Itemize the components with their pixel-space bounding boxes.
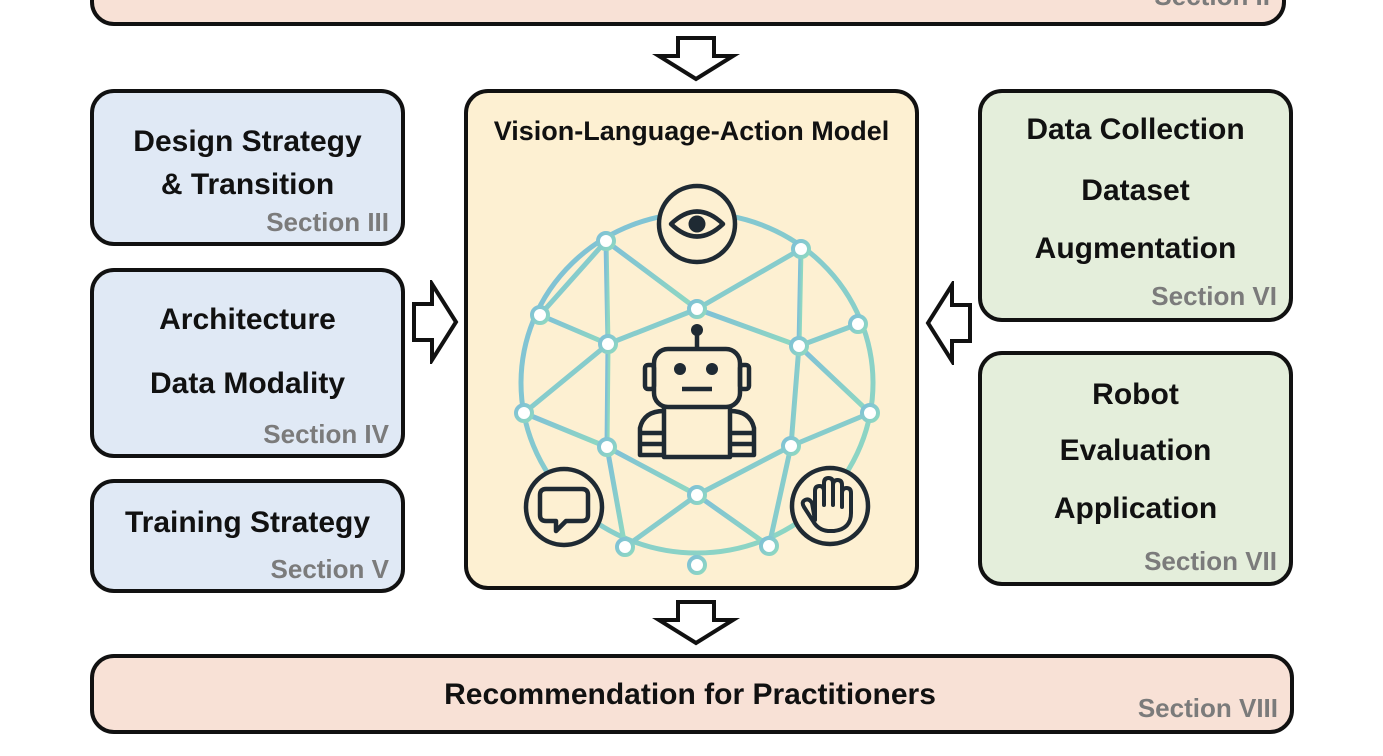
vla-illustration (514, 183, 880, 575)
data-collection-line-2: Dataset (1081, 174, 1190, 207)
arrow-right-left (412, 280, 459, 364)
architecture-line-1: Architecture (159, 303, 336, 336)
section-iii-label: Section III (266, 207, 389, 237)
robot-evaluation-line-1: Robot (1092, 378, 1179, 411)
section-vi-label: Section VI (1151, 281, 1277, 311)
robot-evaluation-box: Robot Evaluation Application Section VII (978, 351, 1293, 586)
robot-evaluation-line-2: Evaluation (1059, 434, 1212, 467)
robot-icon (637, 324, 757, 460)
network-nodes (514, 231, 880, 575)
data-collection-line-3: Augmentation (1034, 232, 1237, 265)
chat-bubble-icon (523, 466, 605, 548)
recommendation-box: Recommendation for Practitioners Section… (90, 654, 1294, 734)
top-section-box: Section II (90, 0, 1286, 26)
recommendation-title: Recommendation for Practitioners (444, 678, 936, 711)
training-strategy-line-1: Training Strategy (124, 506, 371, 539)
section-iv-label: Section IV (263, 419, 389, 449)
network-graph-icon (518, 210, 876, 568)
architecture-box: Architecture Data Modality Section IV (90, 268, 405, 458)
data-collection-box: Data Collection Dataset Augmentation Sec… (978, 89, 1293, 322)
vla-model-box: Vision-Language-Action Model (464, 89, 919, 590)
design-strategy-line-2: & Transition (160, 168, 335, 201)
training-strategy-box: Training Strategy Section V (90, 479, 405, 593)
robot-evaluation-line-3: Application (1053, 492, 1218, 525)
vla-model-title: Vision-Language-Action Model (493, 116, 890, 146)
design-strategy-box: Design Strategy & Transition Section III (90, 89, 405, 246)
hand-icon (789, 465, 871, 547)
arrow-left-right (925, 281, 972, 365)
data-collection-line-1: Data Collection (1026, 113, 1245, 146)
eye-icon (656, 183, 738, 265)
arrow-down-top (651, 36, 741, 82)
section-v-label: Section V (270, 554, 389, 584)
design-strategy-line-1: Design Strategy (133, 125, 362, 158)
section-vii-label: Section VII (1144, 546, 1277, 576)
architecture-line-2: Data Modality (149, 367, 346, 400)
top-section-label: Section II (1154, 0, 1270, 10)
section-viii-label: Section VIII (1137, 693, 1278, 723)
arrow-down-bottom (651, 600, 741, 646)
